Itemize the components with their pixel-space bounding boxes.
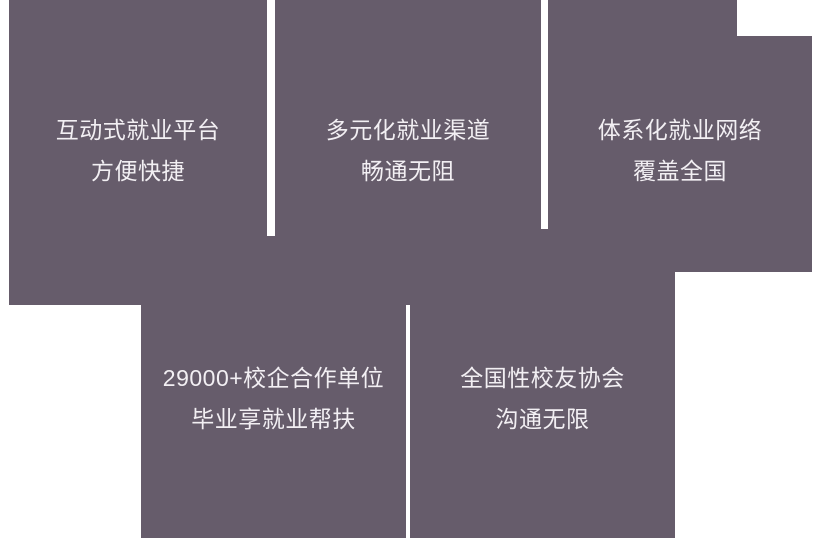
card-3-line-1: 体系化就业网络 [597, 117, 763, 143]
card-diversified-employment-channels[interactable]: 多元化就业渠道 畅通无阻 [275, 110, 541, 192]
top-band-left-shape [9, 0, 675, 305]
card-3-line-2: 覆盖全国 [633, 158, 727, 184]
card-4-line-2: 毕业享就业帮扶 [191, 406, 356, 432]
card-national-alumni-association-text[interactable]: 全国性校友协会 沟通无限 [410, 358, 675, 440]
divider-between-card-1-and-2 [267, 0, 275, 236]
card-school-enterprise-partners-text[interactable]: 29000+校企合作单位 毕业享就业帮扶 [141, 358, 406, 440]
top-band-right-shape [675, 36, 812, 272]
card-2-line-1: 多元化就业渠道 [325, 117, 491, 143]
card-2-line-2: 畅通无阻 [361, 158, 455, 184]
card-5-line-1: 全国性校友协会 [460, 365, 625, 391]
divider-between-card-2-and-3 [541, 0, 548, 229]
top-band-step-nub [675, 0, 737, 36]
card-4-line-1: 29000+校企合作单位 [162, 365, 385, 391]
card-school-enterprise-partners[interactable] [141, 305, 406, 538]
card-national-alumni-association[interactable] [410, 305, 675, 538]
card-1-line-2: 方便快捷 [91, 158, 185, 184]
card-systematic-employment-network[interactable]: 体系化就业网络 覆盖全国 [548, 110, 812, 192]
card-1-line-1: 互动式就业平台 [55, 117, 221, 143]
card-interactive-employment-platform[interactable]: 互动式就业平台 方便快捷 [9, 110, 267, 192]
card-5-line-2: 沟通无限 [495, 406, 590, 432]
